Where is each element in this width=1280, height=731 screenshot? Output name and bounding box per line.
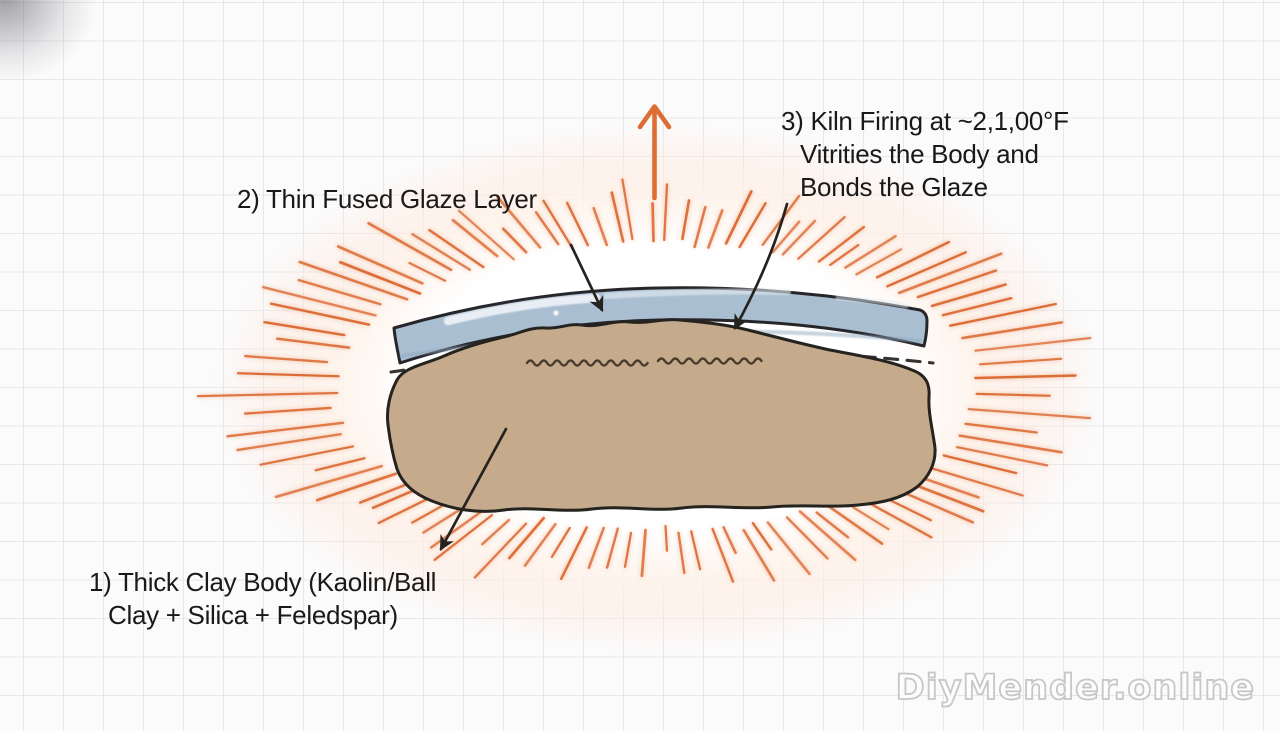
label-glaze-layer: 2) Thin Fused Glaze Layer <box>237 183 537 216</box>
leader-arrow-kiln <box>733 202 789 330</box>
label-kiln-firing: 3) Kiln Firing at ~2,1,00°F Vitrities th… <box>781 105 1069 204</box>
vitrification-squiggles <box>525 357 763 367</box>
clay-label-line2: Clay + Silica + Feledspar) <box>108 600 398 630</box>
leader-arrows <box>439 202 789 551</box>
kiln-label-line1: 3) Kiln Firing at ~2,1,00°F <box>781 106 1069 136</box>
leader-arrow-glaze <box>569 243 604 312</box>
label-clay-body: 1) Thick Clay Body (Kaolin/Ball Clay + S… <box>89 566 436 632</box>
kiln-label-line3: Bonds the Glaze <box>800 172 988 202</box>
heat-arrow-icon <box>637 104 672 201</box>
leader-arrow-clay <box>439 427 508 551</box>
kiln-label-line2: Vitrities the Body and <box>800 139 1039 169</box>
watermark: DiyMender.online <box>895 667 1255 709</box>
glaze-label-text: 2) Thin Fused Glaze Layer <box>237 184 537 214</box>
clay-label-line1: 1) Thick Clay Body (Kaolin/Ball <box>89 567 437 597</box>
